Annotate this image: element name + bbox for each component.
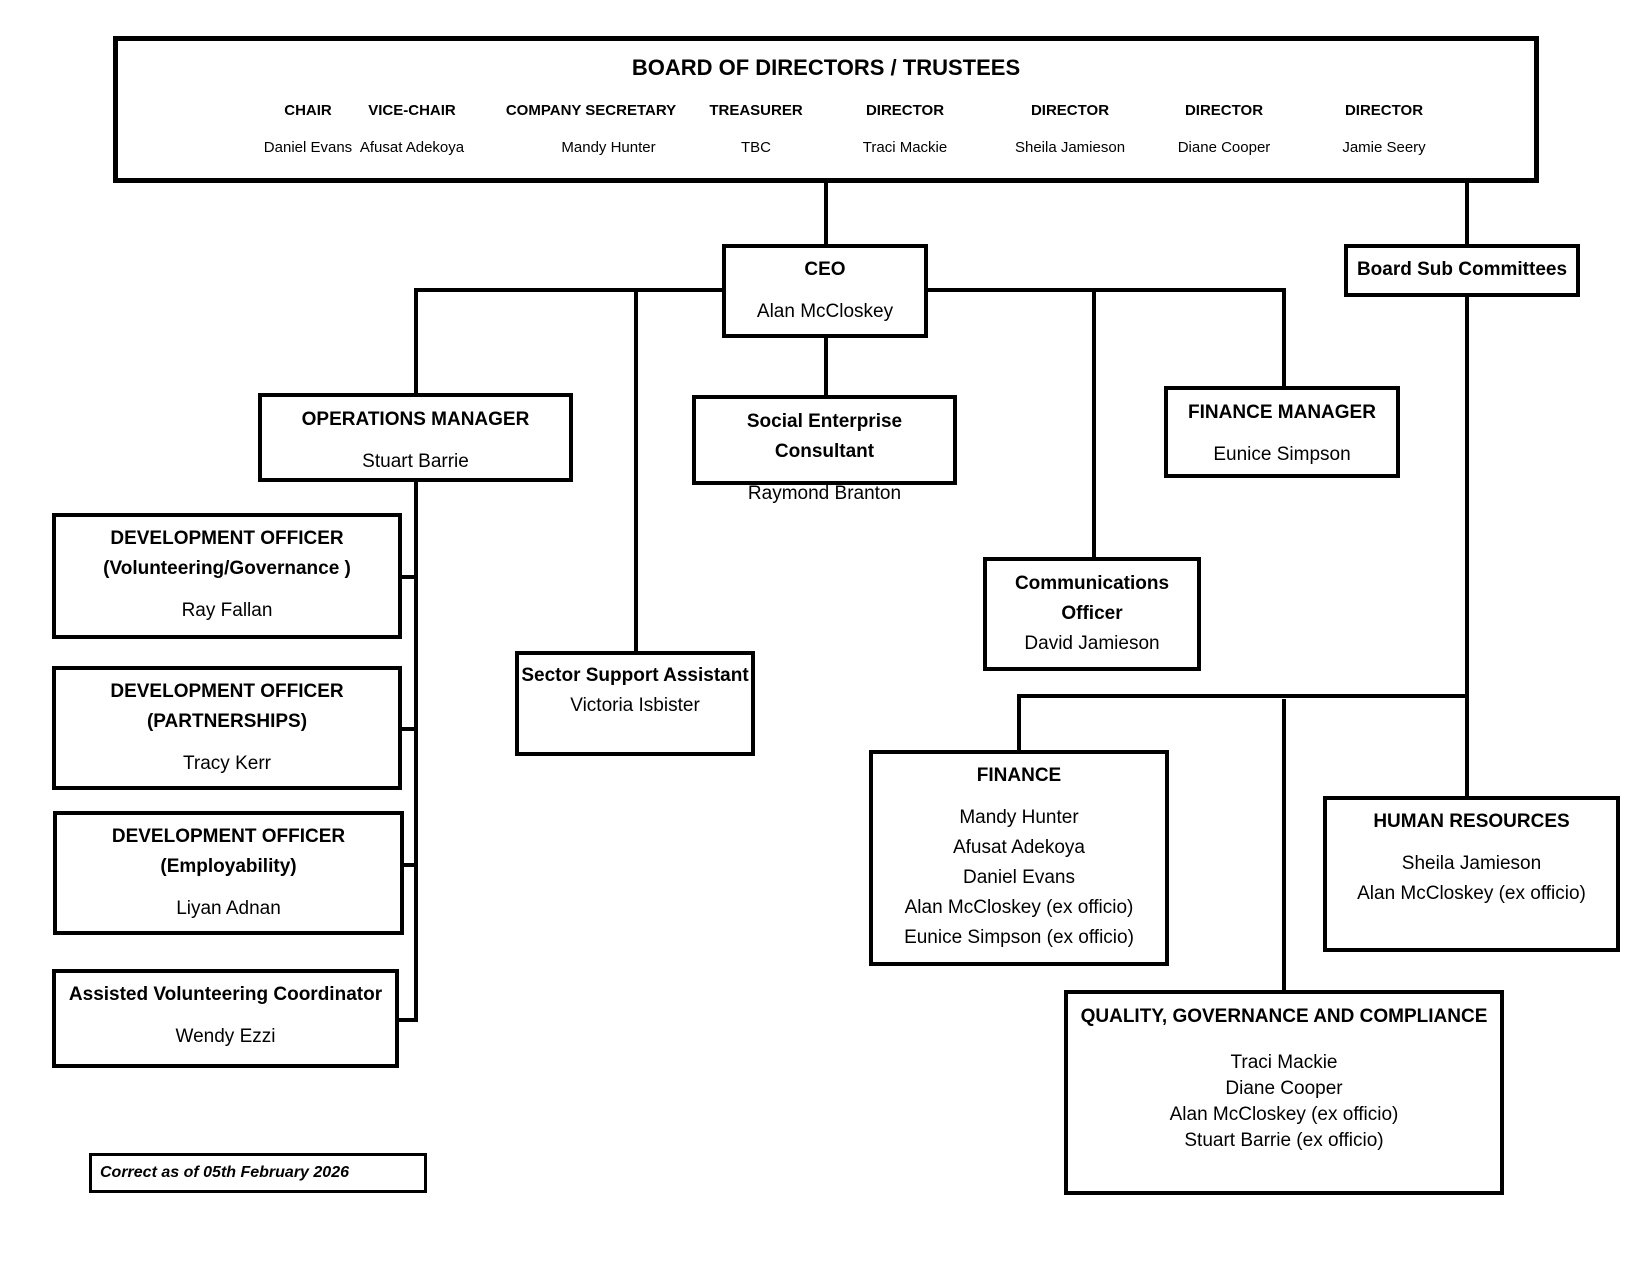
hr-committee-member: Sheila Jamieson bbox=[1401, 853, 1542, 874]
board-role-title: DIRECTOR bbox=[1344, 102, 1424, 119]
finance-manager-title: FINANCE MANAGER bbox=[1188, 402, 1376, 423]
dev-employability-title-line2: (Employability) bbox=[160, 856, 297, 877]
connector-to-qgc-committee bbox=[1282, 699, 1286, 993]
dev-officer-partnerships-box: DEVELOPMENT OFFICER (PARTNERSHIPS) Tracy… bbox=[52, 666, 402, 790]
sector-support-name: Victoria Isbister bbox=[570, 695, 700, 716]
connector-to-social-enterprise bbox=[824, 334, 828, 397]
dev-volunteering-title-line1: DEVELOPMENT OFFICER bbox=[110, 528, 344, 549]
dev-officer-employability-box: DEVELOPMENT OFFICER (Employability) Liya… bbox=[53, 811, 404, 935]
board-role-name: Jamie Seery bbox=[1342, 139, 1426, 156]
dev-partnerships-name: Tracy Kerr bbox=[183, 753, 271, 774]
social-enterprise-box: Social Enterprise Consultant Raymond Bra… bbox=[692, 395, 957, 504]
ceo-title: CEO bbox=[804, 259, 846, 280]
hr-committee-box: HUMAN RESOURCES Sheila Jamieson Alan McC… bbox=[1323, 796, 1620, 952]
board-role-title: DIRECTOR bbox=[1184, 102, 1264, 119]
connector-subcommittees-spine bbox=[1465, 294, 1469, 799]
board-role-name: Diane Cooper bbox=[1177, 139, 1271, 156]
finance-committee-title: FINANCE bbox=[976, 765, 1062, 786]
board-role-name: Traci Mackie bbox=[862, 139, 948, 156]
operations-manager-name: Stuart Barrie bbox=[362, 451, 469, 472]
dev-officer-volunteering-box: DEVELOPMENT OFFICER (Volunteering/Govern… bbox=[52, 513, 402, 639]
ceo-name: Alan McCloskey bbox=[756, 301, 894, 322]
date-note: Correct as of 05th February 2026 bbox=[100, 1164, 349, 1181]
finance-manager-name: Eunice Simpson bbox=[1213, 444, 1351, 465]
board-role-vice-chair: VICE-CHAIR Afusat Adekoya bbox=[322, 101, 502, 158]
connector-to-finance-committee bbox=[1017, 694, 1021, 753]
ceo-box: CEO Alan McCloskey bbox=[722, 244, 928, 338]
board-role-title: CHAIR bbox=[284, 102, 332, 119]
sector-support-title: Sector Support Assistant bbox=[521, 665, 749, 686]
hr-committee-member: Alan McCloskey (ex officio) bbox=[1357, 883, 1586, 904]
board-role-name: Daniel Evans bbox=[263, 139, 353, 156]
board-role-name: Afusat Adekoya bbox=[359, 139, 465, 156]
finance-committee-member: Eunice Simpson (ex officio) bbox=[904, 927, 1134, 948]
qgc-committee-member: Diane Cooper bbox=[1225, 1078, 1343, 1099]
assisted-volunteering-box: Assisted Volunteering Coordinator Wendy … bbox=[52, 969, 399, 1068]
operations-manager-title: OPERATIONS MANAGER bbox=[301, 409, 530, 430]
connector-to-sector-support bbox=[634, 288, 638, 654]
dev-volunteering-name: Ray Fallan bbox=[181, 600, 273, 621]
finance-committee-member: Alan McCloskey (ex officio) bbox=[904, 897, 1134, 918]
board-role-title: TREASURER bbox=[709, 102, 803, 119]
assisted-volunteering-title: Assisted Volunteering Coordinator bbox=[68, 984, 383, 1005]
board-role-treasurer: TREASURER TBC bbox=[666, 101, 846, 158]
dev-partnerships-title-line1: DEVELOPMENT OFFICER bbox=[110, 681, 344, 702]
date-note-box: Correct as of 05th February 2026 bbox=[89, 1153, 427, 1193]
connector-to-communications bbox=[1092, 288, 1096, 560]
connector-ops-avc bbox=[398, 1018, 418, 1022]
board-role-title: VICE-CHAIR bbox=[368, 102, 456, 119]
board-role-director-2: DIRECTOR Sheila Jamieson bbox=[980, 101, 1160, 158]
qgc-committee-member: Traci Mackie bbox=[1230, 1052, 1338, 1073]
connector-ceo-left bbox=[414, 288, 726, 292]
board-subcommittees-box: Board Sub Committees bbox=[1344, 244, 1580, 297]
hr-committee-title: HUMAN RESOURCES bbox=[1373, 811, 1570, 832]
board-role-chair: CHAIR Daniel Evans bbox=[218, 101, 398, 158]
connector-to-finance-manager bbox=[1282, 288, 1286, 390]
board-role-title: DIRECTOR bbox=[865, 102, 945, 119]
board-role-director-1: DIRECTOR Traci Mackie bbox=[815, 101, 995, 158]
qgc-committee-box: QUALITY, GOVERNANCE AND COMPLIANCE Traci… bbox=[1064, 990, 1504, 1195]
connector-board-ceo bbox=[824, 183, 828, 246]
qgc-committee-member: Alan McCloskey (ex officio) bbox=[1169, 1104, 1399, 1125]
finance-committee-member: Afusat Adekoya bbox=[952, 837, 1086, 858]
finance-committee-member: Mandy Hunter bbox=[959, 807, 1079, 828]
assisted-volunteering-name: Wendy Ezzi bbox=[175, 1026, 276, 1047]
dev-employability-name: Liyan Adnan bbox=[176, 898, 281, 919]
board-role-director-4: DIRECTOR Jamie Seery bbox=[1294, 101, 1474, 158]
connector-ops-spine bbox=[414, 480, 418, 1022]
board-role-director-3: DIRECTOR Diane Cooper bbox=[1134, 101, 1314, 158]
board-role-title: COMPANY SECRETARY bbox=[505, 102, 677, 119]
communications-officer-box: Communications Officer David Jamieson bbox=[983, 557, 1201, 671]
communications-title-line2: Officer bbox=[1061, 603, 1123, 624]
board-role-name: Sheila Jamieson bbox=[1014, 139, 1126, 156]
board-of-directors-box: BOARD OF DIRECTORS / TRUSTEES CHAIR Dani… bbox=[113, 36, 1539, 183]
connector-board-subcommittees bbox=[1465, 183, 1469, 246]
board-role-name: Mandy Hunter bbox=[561, 139, 656, 156]
dev-partnerships-title-line2: (PARTNERSHIPS) bbox=[146, 711, 308, 732]
operations-manager-box: OPERATIONS MANAGER Stuart Barrie bbox=[258, 393, 573, 482]
subcommittees-title: Board Sub Committees bbox=[1356, 259, 1568, 280]
sector-support-box: Sector Support Assistant Victoria Isbist… bbox=[515, 651, 755, 756]
connector-ops-dev1 bbox=[400, 575, 418, 579]
board-role-name: TBC bbox=[741, 139, 771, 156]
board-role-company-secretary: COMPANY SECRETARY Mandy Hunter bbox=[491, 101, 691, 158]
connector-ceo-right bbox=[926, 288, 1286, 292]
connector-ops-dev3 bbox=[402, 863, 418, 867]
connector-to-operations bbox=[414, 288, 418, 395]
communications-title-line1: Communications bbox=[1014, 573, 1170, 594]
board-title: BOARD OF DIRECTORS / TRUSTEES bbox=[631, 55, 1021, 80]
finance-committee-box: FINANCE Mandy Hunter Afusat Adekoya Dani… bbox=[869, 750, 1169, 966]
communications-name: David Jamieson bbox=[1024, 633, 1160, 654]
dev-employability-title-line1: DEVELOPMENT OFFICER bbox=[111, 826, 346, 847]
dev-volunteering-title-line2: (Volunteering/Governance ) bbox=[103, 558, 351, 579]
connector-ops-dev2 bbox=[400, 727, 418, 731]
finance-committee-member: Daniel Evans bbox=[963, 867, 1075, 888]
social-enterprise-title: Social Enterprise Consultant bbox=[746, 411, 903, 462]
connector-committees-bar bbox=[1017, 694, 1469, 698]
qgc-committee-title: QUALITY, GOVERNANCE AND COMPLIANCE bbox=[1080, 1006, 1488, 1027]
qgc-committee-member: Stuart Barrie (ex officio) bbox=[1184, 1130, 1384, 1151]
board-role-title: DIRECTOR bbox=[1030, 102, 1110, 119]
finance-manager-box: FINANCE MANAGER Eunice Simpson bbox=[1164, 386, 1400, 478]
social-enterprise-name: Raymond Branton bbox=[747, 483, 902, 504]
